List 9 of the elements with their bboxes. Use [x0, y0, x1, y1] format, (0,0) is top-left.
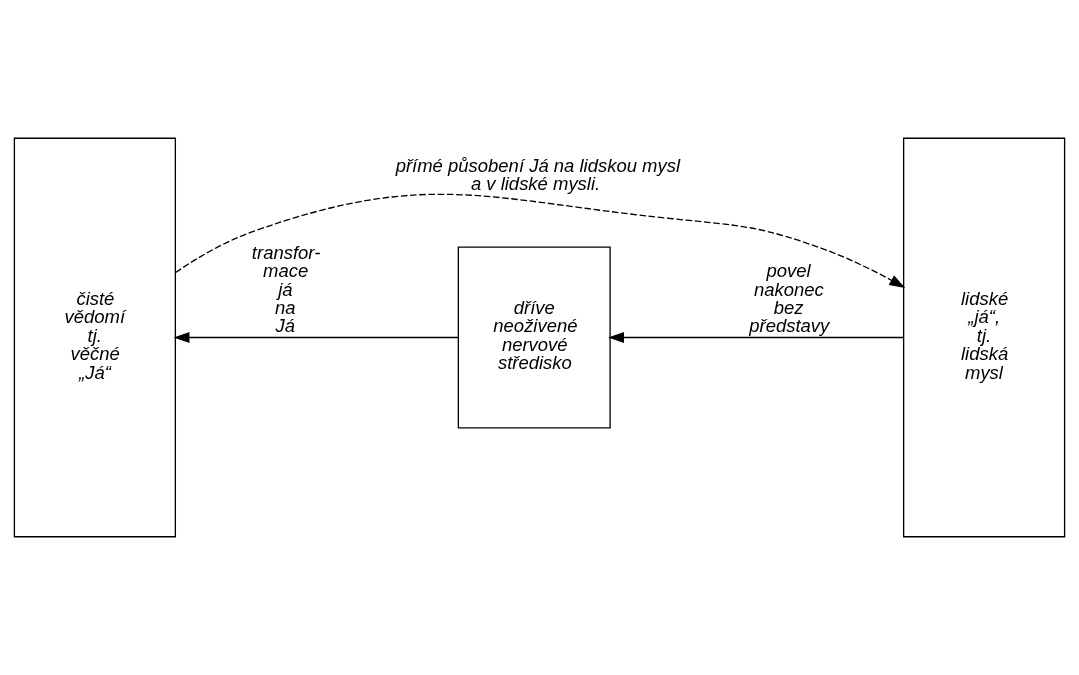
arrow [173, 331, 459, 344]
arrow [608, 331, 904, 344]
arrow [174, 193, 906, 288]
edge-label: transfor- mace já na Já [251, 241, 321, 337]
node-box: čisté vědomí tj. věčné „Já“ [13, 137, 176, 538]
edge-label: povel nakonec bez představy [749, 260, 830, 337]
edge-label: přímé působení Já na lidskou mysl a v lidské mysli. [395, 154, 681, 194]
node-box: dříve neoživené nervové středisko [457, 246, 611, 429]
node-box: lidské „já“, tj. lidská mysl [903, 137, 1066, 538]
